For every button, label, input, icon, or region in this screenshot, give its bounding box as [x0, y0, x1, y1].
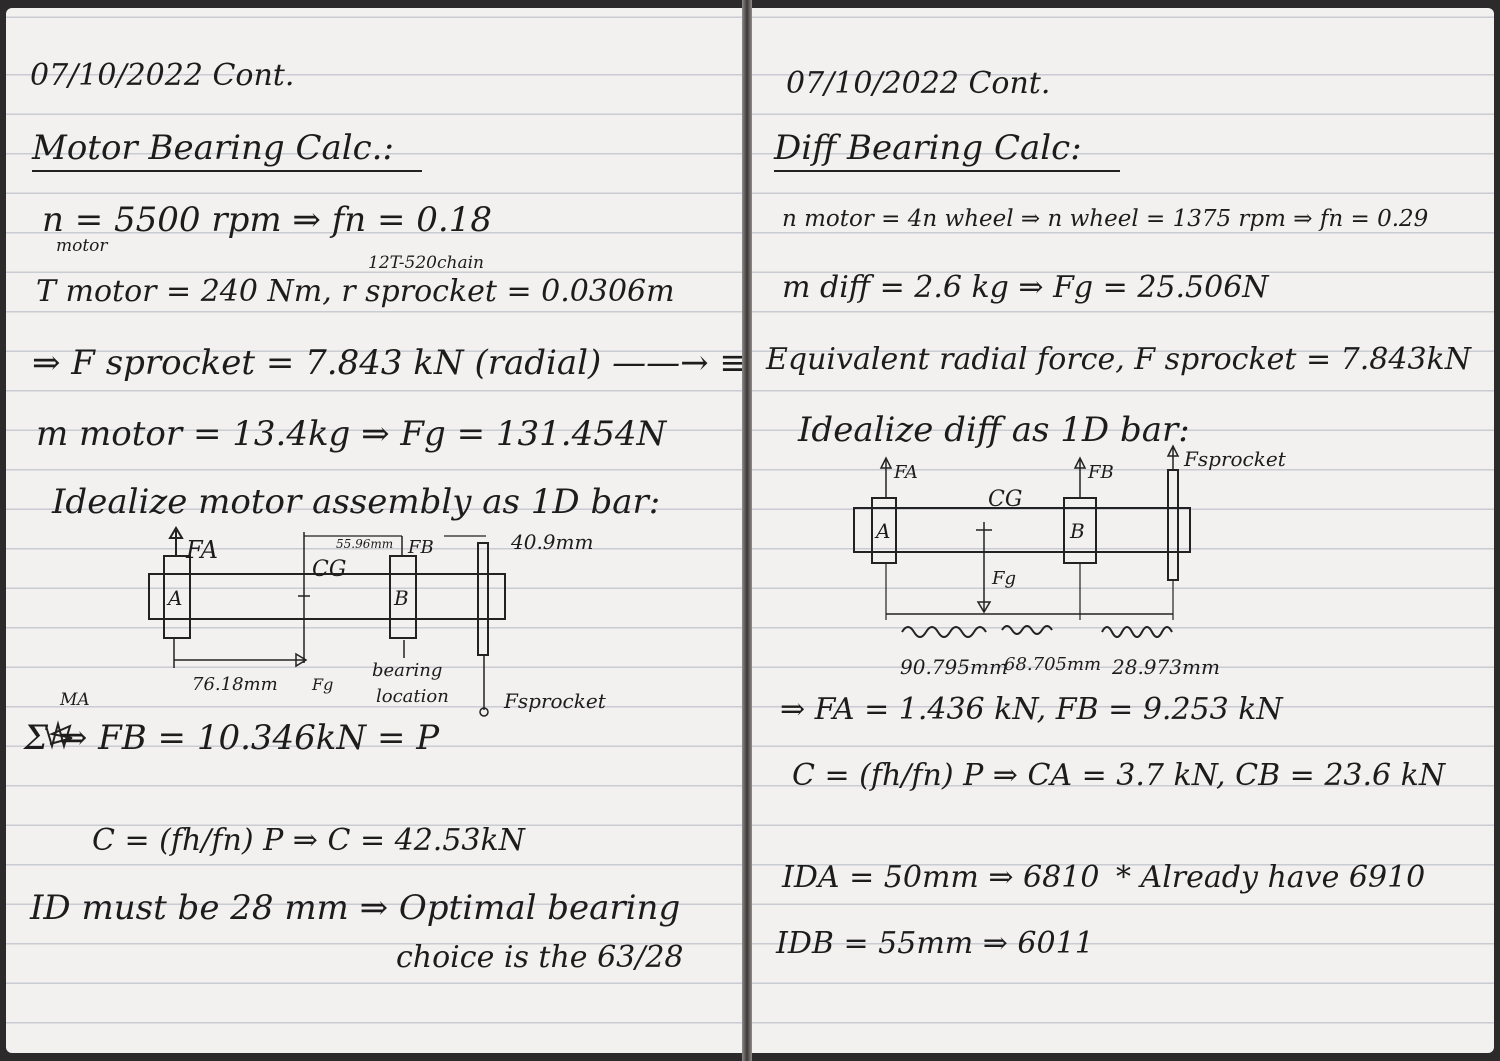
left-date: 07/10/2022 Cont. — [30, 58, 295, 93]
diff-fg-arrowhead — [976, 601, 992, 614]
left-line-idealize: Idealize motor assembly as 1D bar: — [52, 482, 661, 522]
bearing-b-box — [389, 555, 417, 639]
diff-bearing-a-label: A — [874, 519, 890, 543]
dim-bottom-label: 76.18mm — [192, 674, 278, 695]
left-line-fb: Σ ⇒ FB = 10.346kN = P — [24, 718, 440, 758]
fg-label: Fg — [311, 675, 333, 694]
bearing-note-2: location — [376, 686, 449, 707]
moment-label: MA — [60, 690, 90, 710]
fsprocket-label: Fsprocket — [503, 689, 607, 713]
cg-label: CG — [312, 557, 346, 582]
left-heading: Motor Bearing Calc.: — [32, 128, 422, 172]
left-line-c: C = (fh/fn) P ⇒ C = 42.53kN — [92, 823, 525, 858]
left-line-torque: T motor = 240 Nm, r sprocket = 0.0306m — [36, 274, 675, 309]
diff-sprocket-plate — [1167, 469, 1179, 581]
left-notebook-page: 07/10/2022 Cont. Motor Bearing Calc.: n … — [6, 8, 742, 1053]
bearing-a-label: A — [166, 586, 182, 610]
fb-label: FB — [407, 537, 434, 558]
bearing-b-label: B — [393, 586, 409, 610]
diff-fb-arrowhead — [1073, 456, 1087, 469]
diff-fb-label: FB — [1087, 462, 1114, 483]
left-line-choice: choice is the 63/28 — [396, 940, 684, 975]
diff-dim2-label: 68.705mm — [1004, 654, 1101, 675]
diff-scribble-3 — [1101, 626, 1173, 638]
right-line-mass: m diff = 2.6 kg ⇒ Fg = 25.506N — [782, 270, 1269, 305]
right-line-c: C = (fh/fn) P ⇒ CA = 3.7 kN, CB = 23.6 k… — [792, 758, 1446, 793]
diff-fsprocket-label: Fsprocket — [1183, 447, 1287, 471]
left-line-fsprocket: ⇒ F sprocket = 7.843 kN (radial) ——→ ≡ — [32, 343, 742, 383]
right-line-ida: IDA = 50mm ⇒ 6810 — [782, 860, 1100, 895]
diff-scribble-1 — [901, 626, 987, 638]
motor-assembly-diagram: A B FA CG 55.96mm FB 40.9mm 76.18mm Fg b… — [45, 526, 607, 750]
diff-cg-label: CG — [988, 487, 1022, 512]
fsprocket-arrowhead — [479, 707, 489, 717]
left-line-mass: m motor = 13.4kg ⇒ Fg = 131.454N — [36, 414, 667, 454]
dim-right-label: 40.9mm — [510, 530, 593, 554]
fg-arrowhead — [295, 652, 308, 668]
dim-small-label: 55.96mm — [336, 537, 393, 551]
diff-fa-label: FA — [893, 462, 918, 483]
diff-fa-arrowhead — [879, 456, 893, 469]
diff-fsprocket-arrowhead — [1166, 444, 1180, 457]
diff-fg-label: Fg — [991, 568, 1016, 589]
diff-bearing-a-box — [871, 497, 897, 564]
right-line-idb: IDB = 55mm ⇒ 6011 — [776, 926, 1094, 961]
diff-assembly-diagram: A B FA FB Fsprocket CG Fg 90.795mm 68. — [853, 444, 1287, 679]
bearing-note-1: bearing — [372, 660, 442, 681]
right-heading: Diff Bearing Calc: — [774, 128, 1120, 172]
left-line-id: ID must be 28 mm ⇒ Optimal bearing — [30, 888, 681, 928]
notebook-spine — [742, 0, 752, 1061]
sprocket-plate — [477, 542, 489, 656]
right-note-already: * Already have 6910 — [1116, 860, 1426, 895]
diff-bar — [853, 507, 1191, 553]
sum-scribble — [45, 720, 73, 750]
right-line-equiv: Equivalent radial force, F sprocket = 7.… — [766, 342, 1471, 377]
diff-bearing-b-label: B — [1069, 519, 1085, 543]
right-notebook-page: 07/10/2022 Cont. Diff Bearing Calc: n mo… — [752, 8, 1494, 1053]
right-line-forces: ⇒ FA = 1.436 kN, FB = 9.253 kN — [780, 692, 1283, 727]
right-line-rpm: n motor = 4n wheel ⇒ n wheel = 1375 rpm … — [782, 206, 1429, 232]
fa-arrowhead — [168, 526, 184, 539]
motor-bar — [148, 573, 506, 620]
fa-label: FA — [185, 536, 218, 564]
diff-scribble-2 — [1001, 625, 1053, 635]
chain-note: 12T-520chain — [368, 253, 484, 273]
right-line-idealize: Idealize diff as 1D bar: — [798, 410, 1190, 450]
diff-dim3-label: 28.973mm — [1111, 655, 1220, 679]
left-line-rpm: n = 5500 rpm ⇒ fn = 0.18 — [42, 200, 492, 240]
right-date: 07/10/2022 Cont. — [786, 66, 1051, 101]
diff-dim1-label: 90.795mm — [900, 655, 1008, 679]
left-line-rpm-sub: motor — [56, 236, 108, 256]
